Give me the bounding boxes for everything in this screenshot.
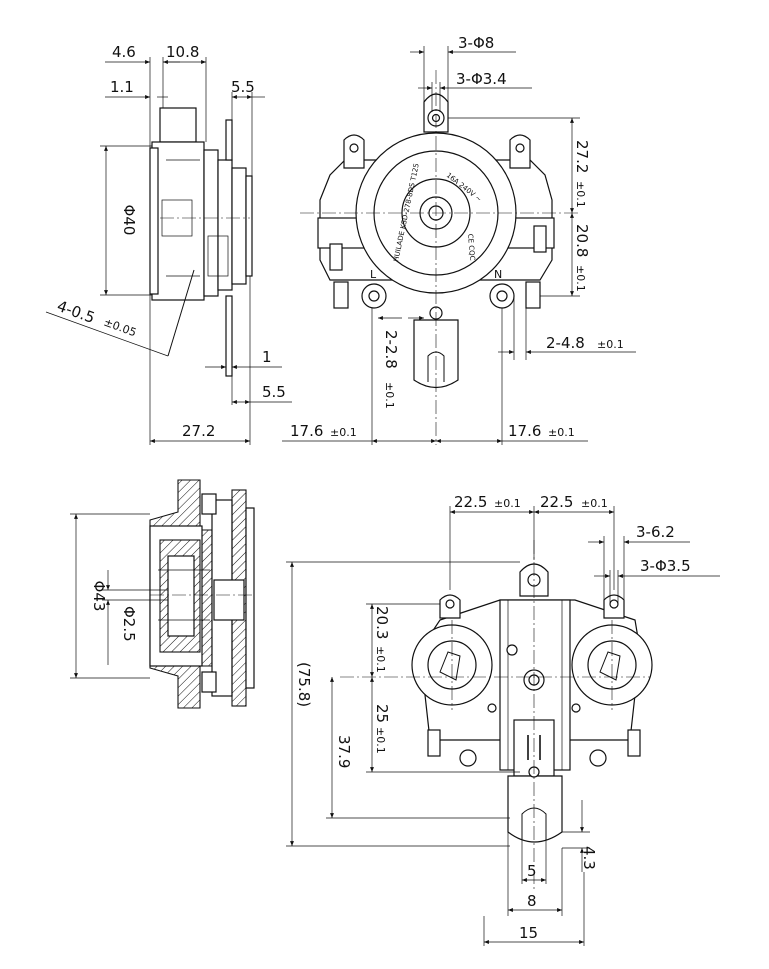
dim-20-8: 20.8: [573, 224, 591, 257]
dim-17-6-right: 17.6: [508, 422, 541, 440]
dim-3-phi3-4: 3-Φ3.4: [456, 70, 507, 88]
dim-3-6-2: 3-6.2: [636, 523, 675, 541]
dim-10-8: 10.8: [166, 43, 199, 61]
rear-view-body: [411, 563, 653, 843]
dim-37-9: 37.9: [335, 735, 353, 768]
dim-20-8-tol: ±0.1: [574, 265, 587, 292]
dim-22-5-right-tol: ±0.1: [581, 497, 608, 510]
dim-3-phi3-5: 3-Φ3.5: [640, 557, 691, 575]
dim-5: 5: [527, 862, 537, 880]
dim-22-5-left: 22.5: [454, 493, 487, 511]
dim-75-8: (75.8): [295, 662, 313, 707]
dim-phi43: Φ43: [90, 581, 108, 612]
dim-5-5-top: 5.5: [231, 78, 255, 96]
dim-27-2-right: 27.2: [573, 140, 591, 173]
dim-4-6: 4.6: [112, 43, 136, 61]
dim-27-2-left: 27.2: [182, 422, 215, 440]
dim-1-1: 1.1: [110, 78, 134, 96]
dim-4-0-5-tol: ±0.05: [102, 316, 138, 340]
dim-phi2-5: Φ2.5: [120, 606, 138, 642]
dim-15: 15: [519, 924, 538, 942]
dim-2-2-8: 2-2.8: [382, 330, 400, 369]
dim-2-4-8-tol: ±0.1: [597, 338, 624, 351]
rear-view-bottom-right: 22.5 ±0.1 22.5 ±0.1 3-6.2 3-Φ3.5 20.3 ±0…: [286, 493, 720, 946]
label-N: N: [494, 268, 502, 281]
section-view-body: [149, 479, 255, 709]
side-view-top-left: 4.6 10.8 1.1 5.5 Φ40 4-0.5 ±0.05 1 5.5 2…: [45, 43, 292, 445]
front-view-top-right: 16A 240V ~ HUILADE KSD-278-8DS T125 CE C…: [282, 34, 636, 445]
dim-2-4-8: 2-4.8: [546, 334, 585, 352]
dim-22-5-right: 22.5: [540, 493, 573, 511]
dim-8: 8: [527, 892, 537, 910]
dim-22-5-left-tol: ±0.1: [494, 497, 521, 510]
dim-25-tol: ±0.1: [374, 727, 387, 754]
dim-20-3-tol: ±0.1: [374, 646, 387, 673]
dim-4-3: 4.3: [580, 846, 598, 870]
label-L: L: [370, 268, 377, 281]
section-view-bottom-left: Φ43 Φ2.5: [70, 479, 255, 709]
dim-20-3: 20.3: [373, 606, 391, 639]
dim-27-2-right-tol: ±0.1: [574, 181, 587, 208]
dim-25: 25: [373, 704, 391, 723]
dim-17-6-right-tol: ±0.1: [548, 426, 575, 439]
dim-5-5-bottom: 5.5: [262, 383, 286, 401]
dim-17-6-left-tol: ±0.1: [330, 426, 357, 439]
dim-17-6-left: 17.6: [290, 422, 323, 440]
dial-marks: CE CQC: [466, 233, 476, 261]
side-view-body: [149, 107, 253, 377]
dim-phi40: Φ40: [120, 205, 138, 236]
dim-3-phi8: 3-Φ8: [458, 34, 494, 52]
dim-2-2-8-tol: ±0.1: [383, 382, 396, 409]
dim-1: 1: [262, 348, 272, 366]
